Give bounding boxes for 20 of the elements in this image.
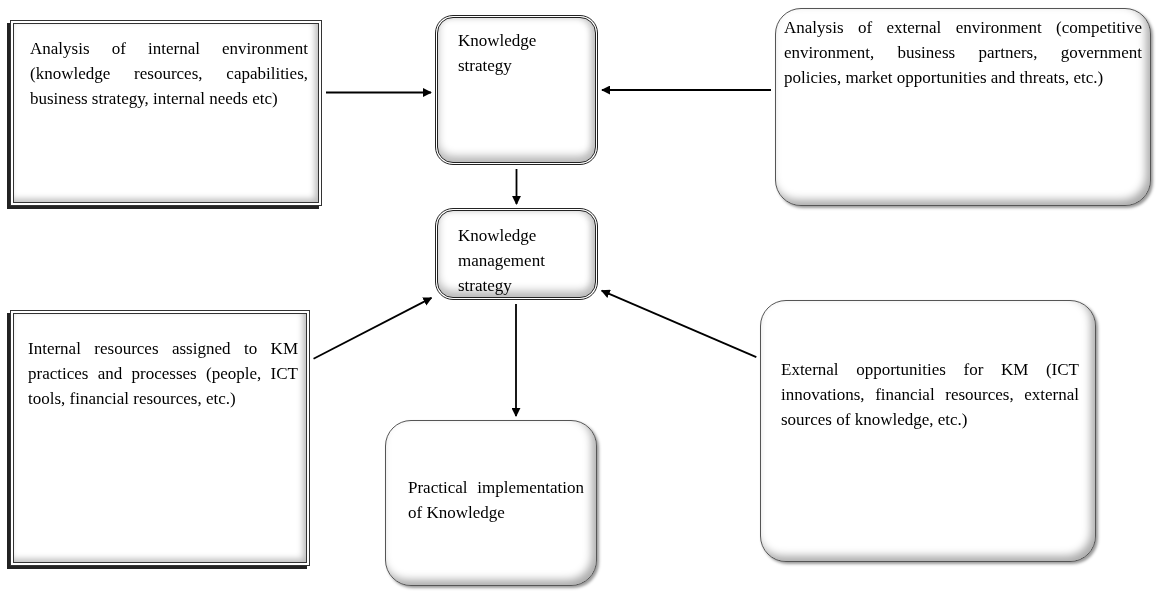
- box-text: Practical implementation of Knowledge: [408, 477, 584, 524]
- text-box: [10, 310, 310, 566]
- text-box: [435, 15, 598, 165]
- text-box: [760, 300, 1096, 562]
- text-box: [435, 208, 598, 300]
- text-box: [775, 8, 1151, 206]
- arrow: [511, 303, 521, 417]
- arrow: [325, 88, 432, 97]
- arrow: [601, 85, 772, 95]
- arrow: [512, 168, 521, 205]
- arrow: [312, 297, 433, 360]
- box-text: External opportunities for KM (ICT innovations, financial resources, external sources of knowledge, etc.): [781, 359, 1079, 431]
- box-text: Knowledge strategy: [458, 30, 538, 77]
- box-text: Knowledge management strategy: [458, 225, 546, 297]
- arrow: [600, 289, 758, 359]
- box-text: Analysis of external environment (competitive environment, business partners, government policies, market opportunities and threats, etc.): [784, 17, 1142, 89]
- box-text: Internal resources assigned to KM practices and processes (people, ICT tools, financial resources, etc.): [28, 338, 298, 410]
- text-box: [10, 20, 322, 206]
- box-text: Analysis of internal environment (knowledge resources, capabilities, business strategy, internal needs etc): [30, 38, 308, 110]
- text-box: [385, 420, 597, 586]
